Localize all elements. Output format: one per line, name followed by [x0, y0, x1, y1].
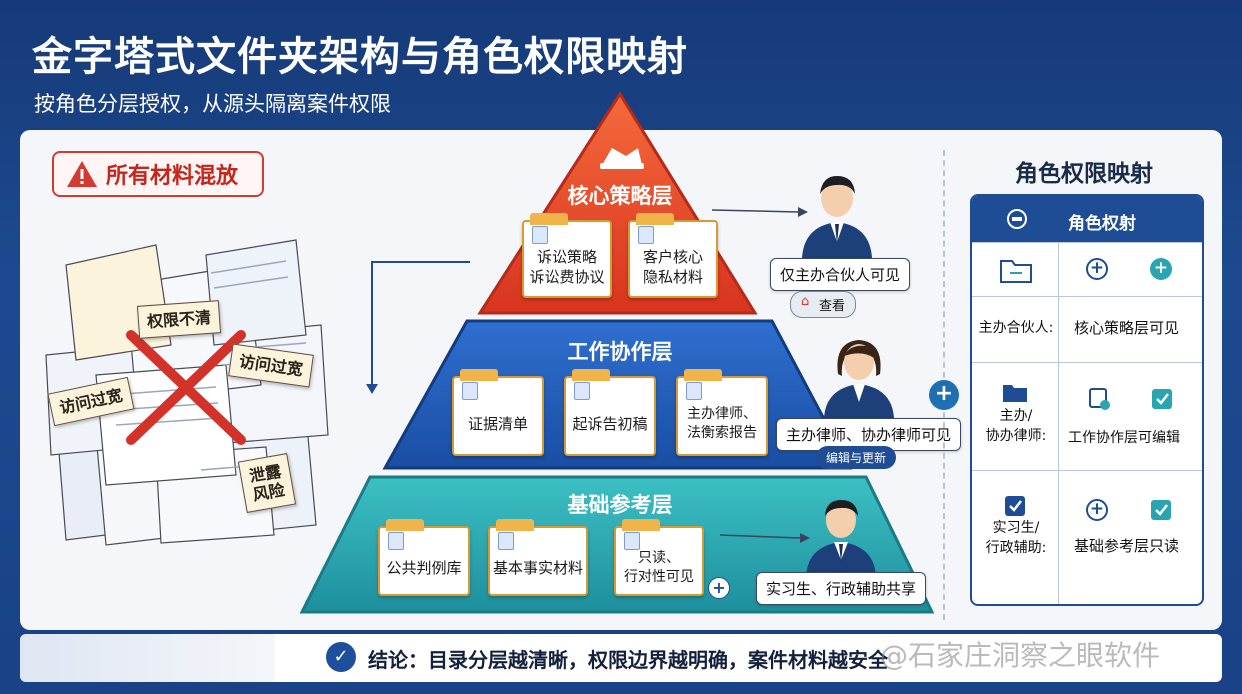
check-box-icon [1152, 389, 1172, 409]
tool-icon [1007, 209, 1027, 229]
lawyer-avatar [824, 340, 894, 418]
folder-public-cases[interactable]: 公共判例库 [378, 519, 470, 596]
chaos-warning-text: 所有材料混放 [106, 164, 239, 189]
warning-icon [67, 161, 97, 187]
base-plus-icon: + [708, 577, 730, 599]
folder-readonly[interactable]: 只读、 行对性可见 [614, 519, 704, 596]
role-mapping-table: 角色权射 + + 主办合伙人: 核心策略层可见 主办/ 协办律师: 工作协作层可… [970, 194, 1204, 606]
mapping-row-intern: 实习生/ 行政辅助: + 基础参考层只读 [972, 470, 1202, 604]
mapping-row-partner: 主办合伙人: 核心策略层可见 [972, 296, 1202, 362]
mapping-column-divider [1058, 242, 1059, 604]
doc-edit-icon [1089, 388, 1110, 410]
perm-partner: 核心策略层可见 [1074, 319, 1180, 337]
role-lawyers: 主办/ 协办律师: [985, 408, 1047, 444]
work-layer-title: 工作协作层 [567, 340, 673, 364]
page-subtitle: 按角色分层授权，从源头隔离案件权限 [34, 92, 391, 116]
check-square-icon [1005, 496, 1025, 516]
perm-intern: 基础参考层只读 [1074, 537, 1180, 555]
mapping-icon-row: + + [972, 242, 1202, 296]
role-partner: 主办合伙人: [978, 320, 1054, 336]
folder-complaint-draft[interactable]: 起诉告初稿 [564, 369, 656, 456]
mapping-table-header: 角色权射 [972, 196, 1202, 242]
partner-avatar [802, 176, 872, 258]
folder-client-privacy[interactable]: 客户核心 隐私材料 [628, 213, 718, 298]
home-icon: ⌂ [801, 294, 810, 309]
folder-small-icon [1003, 385, 1027, 402]
page-title: 金字塔式文件夹架构与角色权限映射 [32, 34, 688, 80]
check-circle-icon: ✓ [326, 642, 356, 672]
mapping-title: 角色权限映射 [1015, 161, 1153, 187]
folder-evidence-list[interactable]: 证据清单 [452, 369, 544, 456]
add-circle-teal-icon[interactable]: + [1150, 258, 1172, 280]
work-edit-pill[interactable]: 编辑与更新 [816, 446, 897, 469]
perm-lawyers: 工作协作层可编辑 [1068, 430, 1180, 446]
mapping-row-lawyers: 主办/ 协办律师: 工作协作层可编辑 [972, 362, 1202, 470]
conclusion-text: 结论：目录分层越清晰，权限边界越明确，案件材料越安全 [368, 648, 888, 672]
core-visibility-callout: 仅主办合伙人可见 [770, 258, 911, 291]
watermark: @石家庄洞察之眼软件 [880, 639, 1161, 672]
check-teal-icon [1151, 500, 1171, 520]
add-outline-icon: + [1086, 499, 1108, 521]
role-intern: 实习生/ 行政辅助: [985, 520, 1047, 556]
work-visibility-callout: 主办律师、协办律师可见 [776, 418, 962, 451]
base-visibility-callout: 实习生、行政辅助共享 [756, 572, 927, 605]
base-layer-title: 基础参考层 [567, 493, 673, 517]
add-circle-icon[interactable]: + [1086, 258, 1108, 280]
core-layer-title: 核心策略层 [567, 184, 673, 208]
folder-icon [1000, 260, 1032, 283]
folder-basic-facts[interactable]: 基本事实材料 [488, 519, 588, 596]
chaos-warning-badge: 所有材料混放 [52, 151, 264, 197]
conclusion-bar [20, 634, 1222, 682]
messy-paper-pile: 权限不清 访问过宽 访问过宽 泄露 风险 [36, 225, 336, 555]
crest-icon [600, 148, 644, 169]
folder-litigation-strategy[interactable]: 诉讼策略 诉讼费协议 [522, 213, 612, 298]
core-view-pill[interactable]: ⌂ 查看 [790, 291, 857, 318]
intern-avatar [806, 500, 876, 576]
plus-icon: + [929, 380, 959, 410]
folder-lawyer-report[interactable]: 主办律师、 法衡索报告 [676, 369, 768, 456]
